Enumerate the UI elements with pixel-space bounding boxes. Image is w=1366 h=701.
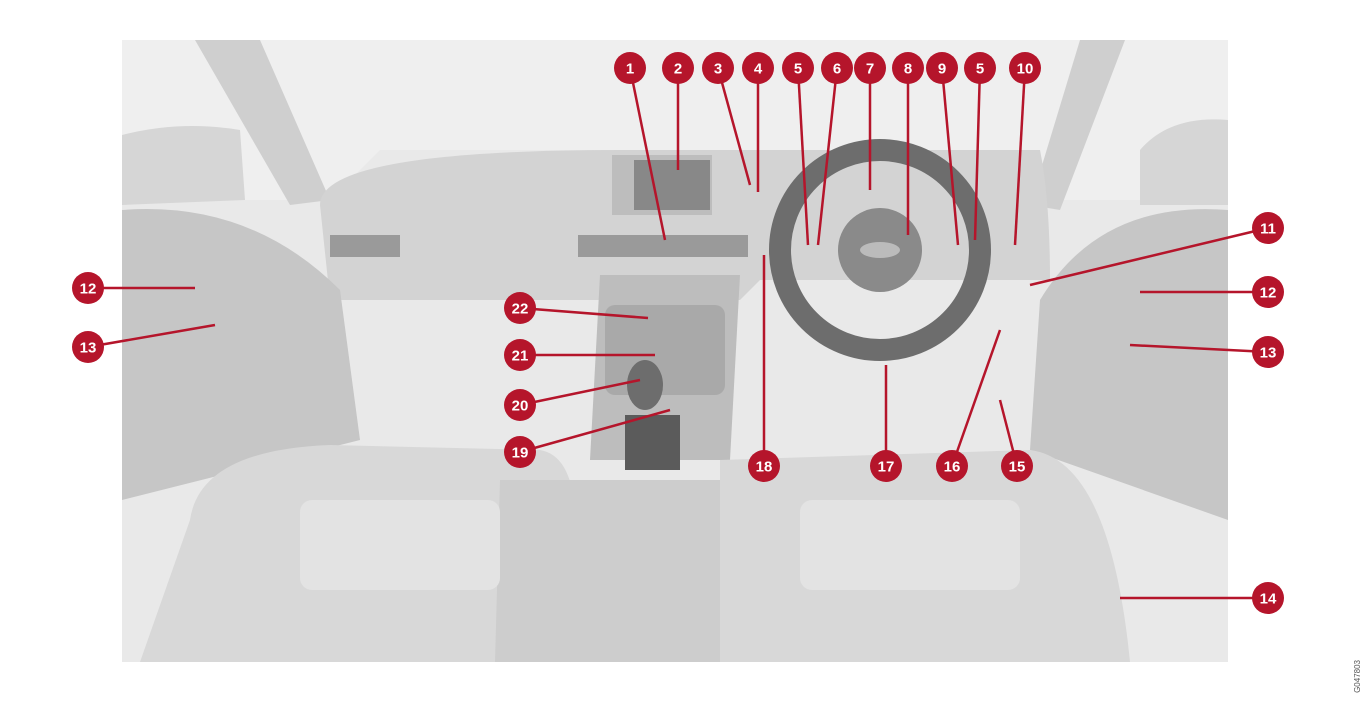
callout-number: 17 xyxy=(878,459,895,476)
callout-number: 2 xyxy=(674,61,682,78)
callout-number: 7 xyxy=(866,61,874,78)
callout-circle xyxy=(870,450,902,482)
leader-line xyxy=(1013,67,1027,246)
callout-circle xyxy=(72,331,104,363)
leader-line xyxy=(940,67,960,246)
callout-circle xyxy=(72,272,104,304)
callout-6: 6 xyxy=(816,52,853,246)
callout-20: 20 xyxy=(504,378,641,421)
callout-8: 8 xyxy=(892,52,924,235)
callout-12: 12 xyxy=(72,272,195,304)
callout-number: 8 xyxy=(904,61,912,78)
callout-number: 5 xyxy=(976,61,984,78)
callout-1: 1 xyxy=(614,52,667,241)
callout-22: 22 xyxy=(504,292,649,324)
callout-13: 13 xyxy=(72,323,216,363)
callout-10: 10 xyxy=(1009,52,1041,246)
callout-circle xyxy=(1009,52,1041,84)
callout-5: 5 xyxy=(782,52,814,246)
callout-21: 21 xyxy=(504,339,655,371)
callout-number: 20 xyxy=(512,398,529,415)
callout-16: 16 xyxy=(936,329,1002,482)
callout-number: 10 xyxy=(1017,61,1034,78)
leader-line xyxy=(519,408,671,454)
callout-19: 19 xyxy=(504,408,671,468)
callout-number: 15 xyxy=(1009,459,1026,476)
callout-circle xyxy=(504,292,536,324)
leader-line xyxy=(87,323,216,349)
callout-number: 4 xyxy=(754,61,763,78)
callout-13: 13 xyxy=(1129,336,1284,368)
callout-number: 11 xyxy=(1260,221,1276,238)
callout-circle xyxy=(1252,336,1284,368)
callout-number: 14 xyxy=(1260,591,1277,608)
callout-number: 1 xyxy=(626,61,634,78)
callout-15: 15 xyxy=(998,399,1033,482)
leader-line xyxy=(1129,343,1269,354)
callout-circle xyxy=(1001,450,1033,482)
callout-circle xyxy=(504,339,536,371)
callout-circle xyxy=(936,450,968,482)
leader-line xyxy=(796,67,810,246)
leader-line xyxy=(950,329,1002,467)
callout-circle xyxy=(892,52,924,84)
callout-circle xyxy=(614,52,646,84)
leader-line xyxy=(816,67,839,246)
callout-circle xyxy=(1252,582,1284,614)
callout-number: 3 xyxy=(714,61,722,78)
figure-code: G047803 xyxy=(1353,660,1362,693)
leader-line xyxy=(628,67,667,241)
callout-9: 9 xyxy=(926,52,960,246)
callout-circle xyxy=(662,52,694,84)
callout-number: 16 xyxy=(944,459,961,476)
callout-12: 12 xyxy=(1140,276,1284,308)
callout-11: 11 xyxy=(1029,212,1284,287)
leader-line xyxy=(973,67,982,241)
interior-illustration xyxy=(122,40,1228,662)
callout-number: 12 xyxy=(1260,285,1277,302)
leader-line xyxy=(519,306,649,320)
callout-number: 5 xyxy=(794,61,802,78)
callout-circle xyxy=(504,436,536,468)
leader-line xyxy=(1029,226,1269,287)
leader-line xyxy=(519,378,641,407)
callout-circle xyxy=(964,52,996,84)
callout-number: 6 xyxy=(833,61,841,78)
callout-circle xyxy=(782,52,814,84)
callout-number: 9 xyxy=(938,61,946,78)
callout-7: 7 xyxy=(854,52,886,190)
callout-circle xyxy=(702,52,734,84)
callout-5: 5 xyxy=(964,52,996,241)
callout-circle xyxy=(504,389,536,421)
callout-number: 13 xyxy=(1260,345,1277,362)
callout-3: 3 xyxy=(702,52,752,186)
callout-number: 18 xyxy=(756,459,773,476)
callout-2: 2 xyxy=(662,52,694,170)
callout-circle xyxy=(926,52,958,84)
callout-18: 18 xyxy=(748,255,780,482)
callout-circle xyxy=(854,52,886,84)
callout-circle xyxy=(748,450,780,482)
callout-number: 19 xyxy=(512,445,529,462)
callout-14: 14 xyxy=(1120,582,1284,614)
leader-line xyxy=(716,67,752,186)
callout-circle xyxy=(1252,212,1284,244)
callout-number: 13 xyxy=(80,340,97,357)
callout-number: 12 xyxy=(80,281,97,298)
callout-circle xyxy=(821,52,853,84)
callout-circle xyxy=(1252,276,1284,308)
callout-17: 17 xyxy=(870,365,902,482)
callout-number: 21 xyxy=(512,348,529,365)
callout-circle xyxy=(742,52,774,84)
callout-4: 4 xyxy=(742,52,774,192)
callout-number: 22 xyxy=(512,301,529,318)
